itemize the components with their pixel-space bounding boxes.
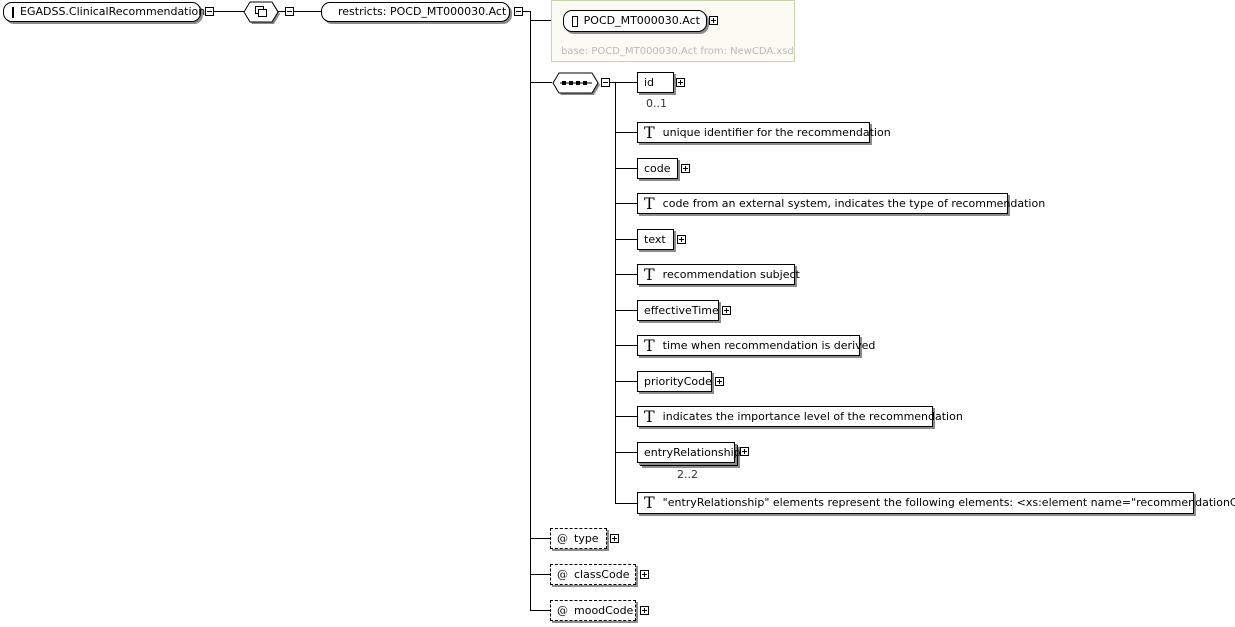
connector — [615, 168, 637, 169]
annotation-box: T indicates the importance level of the … — [637, 406, 963, 427]
connector — [523, 11, 531, 12]
collapse-toggle-icon[interactable] — [514, 7, 523, 16]
collapse-toggle-icon[interactable] — [285, 7, 294, 16]
root-element-node[interactable]: EGADSS.ClinicalRecommendation — [3, 2, 205, 22]
compositor-all-icon — [255, 6, 267, 17]
annotation-icon: T — [644, 406, 655, 426]
element-text[interactable]: text — [637, 229, 674, 250]
annotation-icon: T — [644, 122, 655, 142]
expand-toggle-icon[interactable] — [709, 16, 718, 25]
element-priorityCode[interactable]: priorityCode — [637, 371, 712, 392]
base-type-text: base: POCD_MT000030.Act from: NewCDA.xsd — [561, 46, 794, 57]
base-element-label: POCD_MT000030.Act — [583, 14, 700, 27]
attribute-classCode[interactable]: @ classCode — [550, 564, 636, 585]
expand-toggle-icon[interactable] — [677, 235, 686, 244]
annotation-box: T time when recommendation is derived — [637, 335, 875, 356]
connector — [615, 274, 637, 275]
connector — [530, 610, 550, 611]
expand-toggle-icon[interactable] — [722, 306, 731, 315]
connector — [530, 574, 550, 575]
restriction-node[interactable]: restricts: POCD_MT000030.Act — [321, 2, 510, 22]
connector — [610, 82, 616, 83]
sequence-compositor-node[interactable] — [551, 71, 603, 96]
element-icon — [572, 15, 578, 27]
restriction-label: restricts: POCD_MT000030.Act — [338, 5, 507, 18]
connector — [615, 503, 637, 504]
sequence-icon — [560, 81, 592, 85]
element-entryRelationship[interactable]: entryRelationship — [637, 442, 741, 463]
annotation-icon: T — [644, 335, 655, 355]
connector — [214, 11, 244, 12]
connector — [615, 345, 637, 346]
attribute-icon: @ — [557, 531, 568, 545]
cardinality-label: 0..1 — [646, 97, 667, 110]
connector — [615, 132, 637, 133]
connector — [530, 538, 550, 539]
cardinality-label: 2..2 — [677, 468, 698, 481]
annotation-box: T recommendation subject — [637, 264, 800, 285]
collapse-toggle-icon[interactable] — [601, 78, 610, 87]
connector — [615, 203, 637, 204]
base-element-node[interactable]: POCD_MT000030.Act — [563, 10, 707, 32]
expand-toggle-icon[interactable] — [640, 570, 649, 579]
connector — [615, 381, 637, 382]
connector — [615, 239, 637, 240]
element-effectiveTime[interactable]: effectiveTime — [637, 300, 719, 321]
connector — [615, 452, 637, 453]
collapse-toggle-icon[interactable] — [205, 7, 214, 16]
connector — [530, 20, 564, 21]
connector — [530, 82, 552, 83]
expand-toggle-icon[interactable] — [740, 447, 749, 456]
annotation-icon: T — [644, 264, 655, 284]
seq-vertical-line — [615, 82, 616, 503]
attribute-icon: @ — [557, 603, 568, 617]
attribute-moodCode[interactable]: @ moodCode — [550, 600, 636, 621]
expand-toggle-icon[interactable] — [681, 164, 690, 173]
attribute-type[interactable]: @ type — [550, 528, 607, 549]
connector — [615, 310, 637, 311]
expand-toggle-icon[interactable] — [676, 78, 685, 87]
element-id[interactable]: id — [637, 72, 674, 93]
root-element-label: EGADSS.ClinicalRecommendation — [20, 5, 206, 18]
annotation-icon: T — [644, 193, 655, 213]
expand-toggle-icon[interactable] — [610, 534, 619, 543]
connector — [276, 11, 286, 12]
annotation-box: T code from an external system, indicate… — [637, 193, 1045, 214]
trunk-line — [530, 11, 531, 611]
connector — [294, 11, 322, 12]
connector — [615, 82, 637, 83]
annotation-icon: T — [644, 493, 655, 512]
expand-toggle-icon[interactable] — [640, 606, 649, 615]
annotation-box: T unique identifier for the recommendati… — [637, 122, 891, 143]
compositor-node[interactable] — [242, 0, 280, 24]
annotation-box: T "entryRelationship" elements represent… — [637, 492, 1235, 514]
element-icon — [12, 6, 14, 18]
connector — [615, 416, 637, 417]
expand-toggle-icon[interactable] — [715, 377, 724, 386]
attribute-icon: @ — [557, 567, 568, 581]
element-code[interactable]: code — [637, 158, 678, 179]
